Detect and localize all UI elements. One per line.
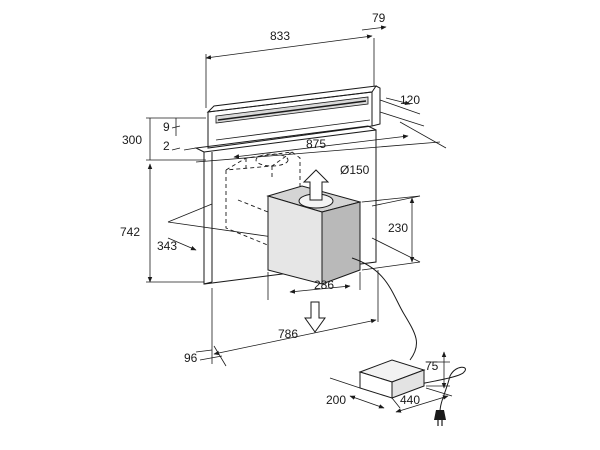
motor-side-face xyxy=(321,201,361,285)
dim-top-depth: 79 xyxy=(372,11,386,25)
raised-top-section xyxy=(206,85,381,149)
dim-front-offset: 9 xyxy=(163,120,170,134)
dimension-labels: 833 79 120 9 2 300 875 Ø150 742 343 230 … xyxy=(120,11,439,407)
dim-front-step: 2 xyxy=(163,139,170,153)
motor-block xyxy=(266,185,362,285)
control-box xyxy=(329,359,426,409)
hidden-duct-outline xyxy=(225,151,301,247)
dim-top-protrusion: 120 xyxy=(400,93,420,107)
dim-control-depth: 200 xyxy=(326,393,346,407)
dim-control-width: 440 xyxy=(400,393,420,407)
dim-duct-diameter: Ø150 xyxy=(340,163,370,177)
dim-mid-width: 875 xyxy=(306,137,326,151)
dim-motor-width: 286 xyxy=(314,278,334,292)
power-plug-icon xyxy=(434,410,446,420)
dim-base-width: 786 xyxy=(278,327,298,341)
dim-top-width: 833 xyxy=(270,29,290,43)
airflow-up-arrow-icon xyxy=(302,169,330,201)
dim-unit-depth: 343 xyxy=(157,239,177,253)
airflow-down-arrow-icon xyxy=(304,301,326,333)
dim-motor-height: 230 xyxy=(388,221,408,235)
motor-front-face xyxy=(267,195,323,285)
dim-unit-height: 742 xyxy=(120,225,140,239)
dim-base-depth: 96 xyxy=(184,351,198,365)
dim-control-height: 75 xyxy=(425,359,439,373)
dimension-lines xyxy=(146,25,453,413)
dim-rise-height: 300 xyxy=(122,133,142,147)
